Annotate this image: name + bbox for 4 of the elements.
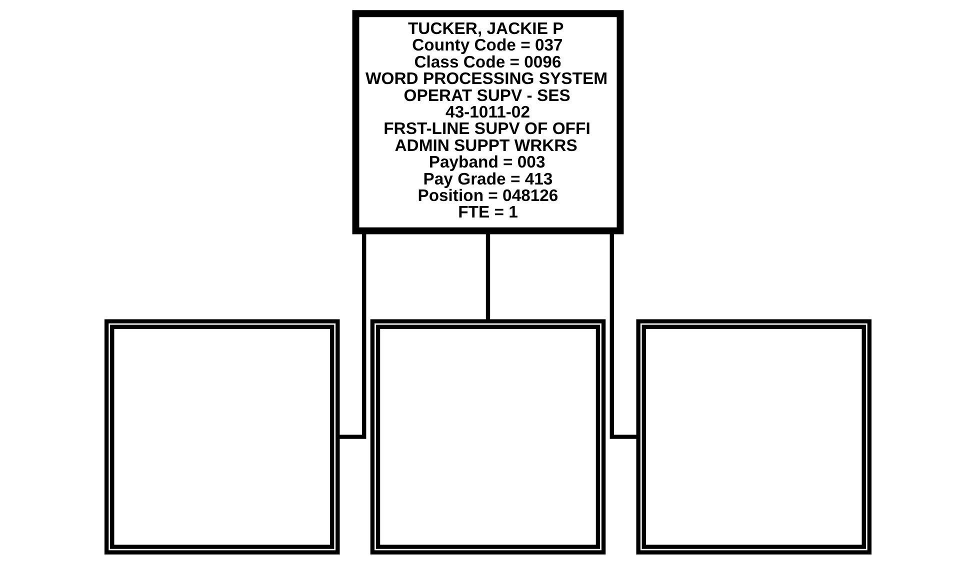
node-box xyxy=(636,319,872,554)
node-box xyxy=(370,319,606,554)
node-box xyxy=(104,319,340,554)
node-box: TUCKER, JACKIE P County Code = 037 Class Code = 0096 WORD PROCESSING SYSTEM OPERAT SUPV - SES 43-1011-02 FRST-LINE SUPV OF OFFI ADMIN SUPPT WRKRS Payband = 003 Pay Grade = 413 Position = 048126 FTE = 1 xyxy=(352,10,624,234)
